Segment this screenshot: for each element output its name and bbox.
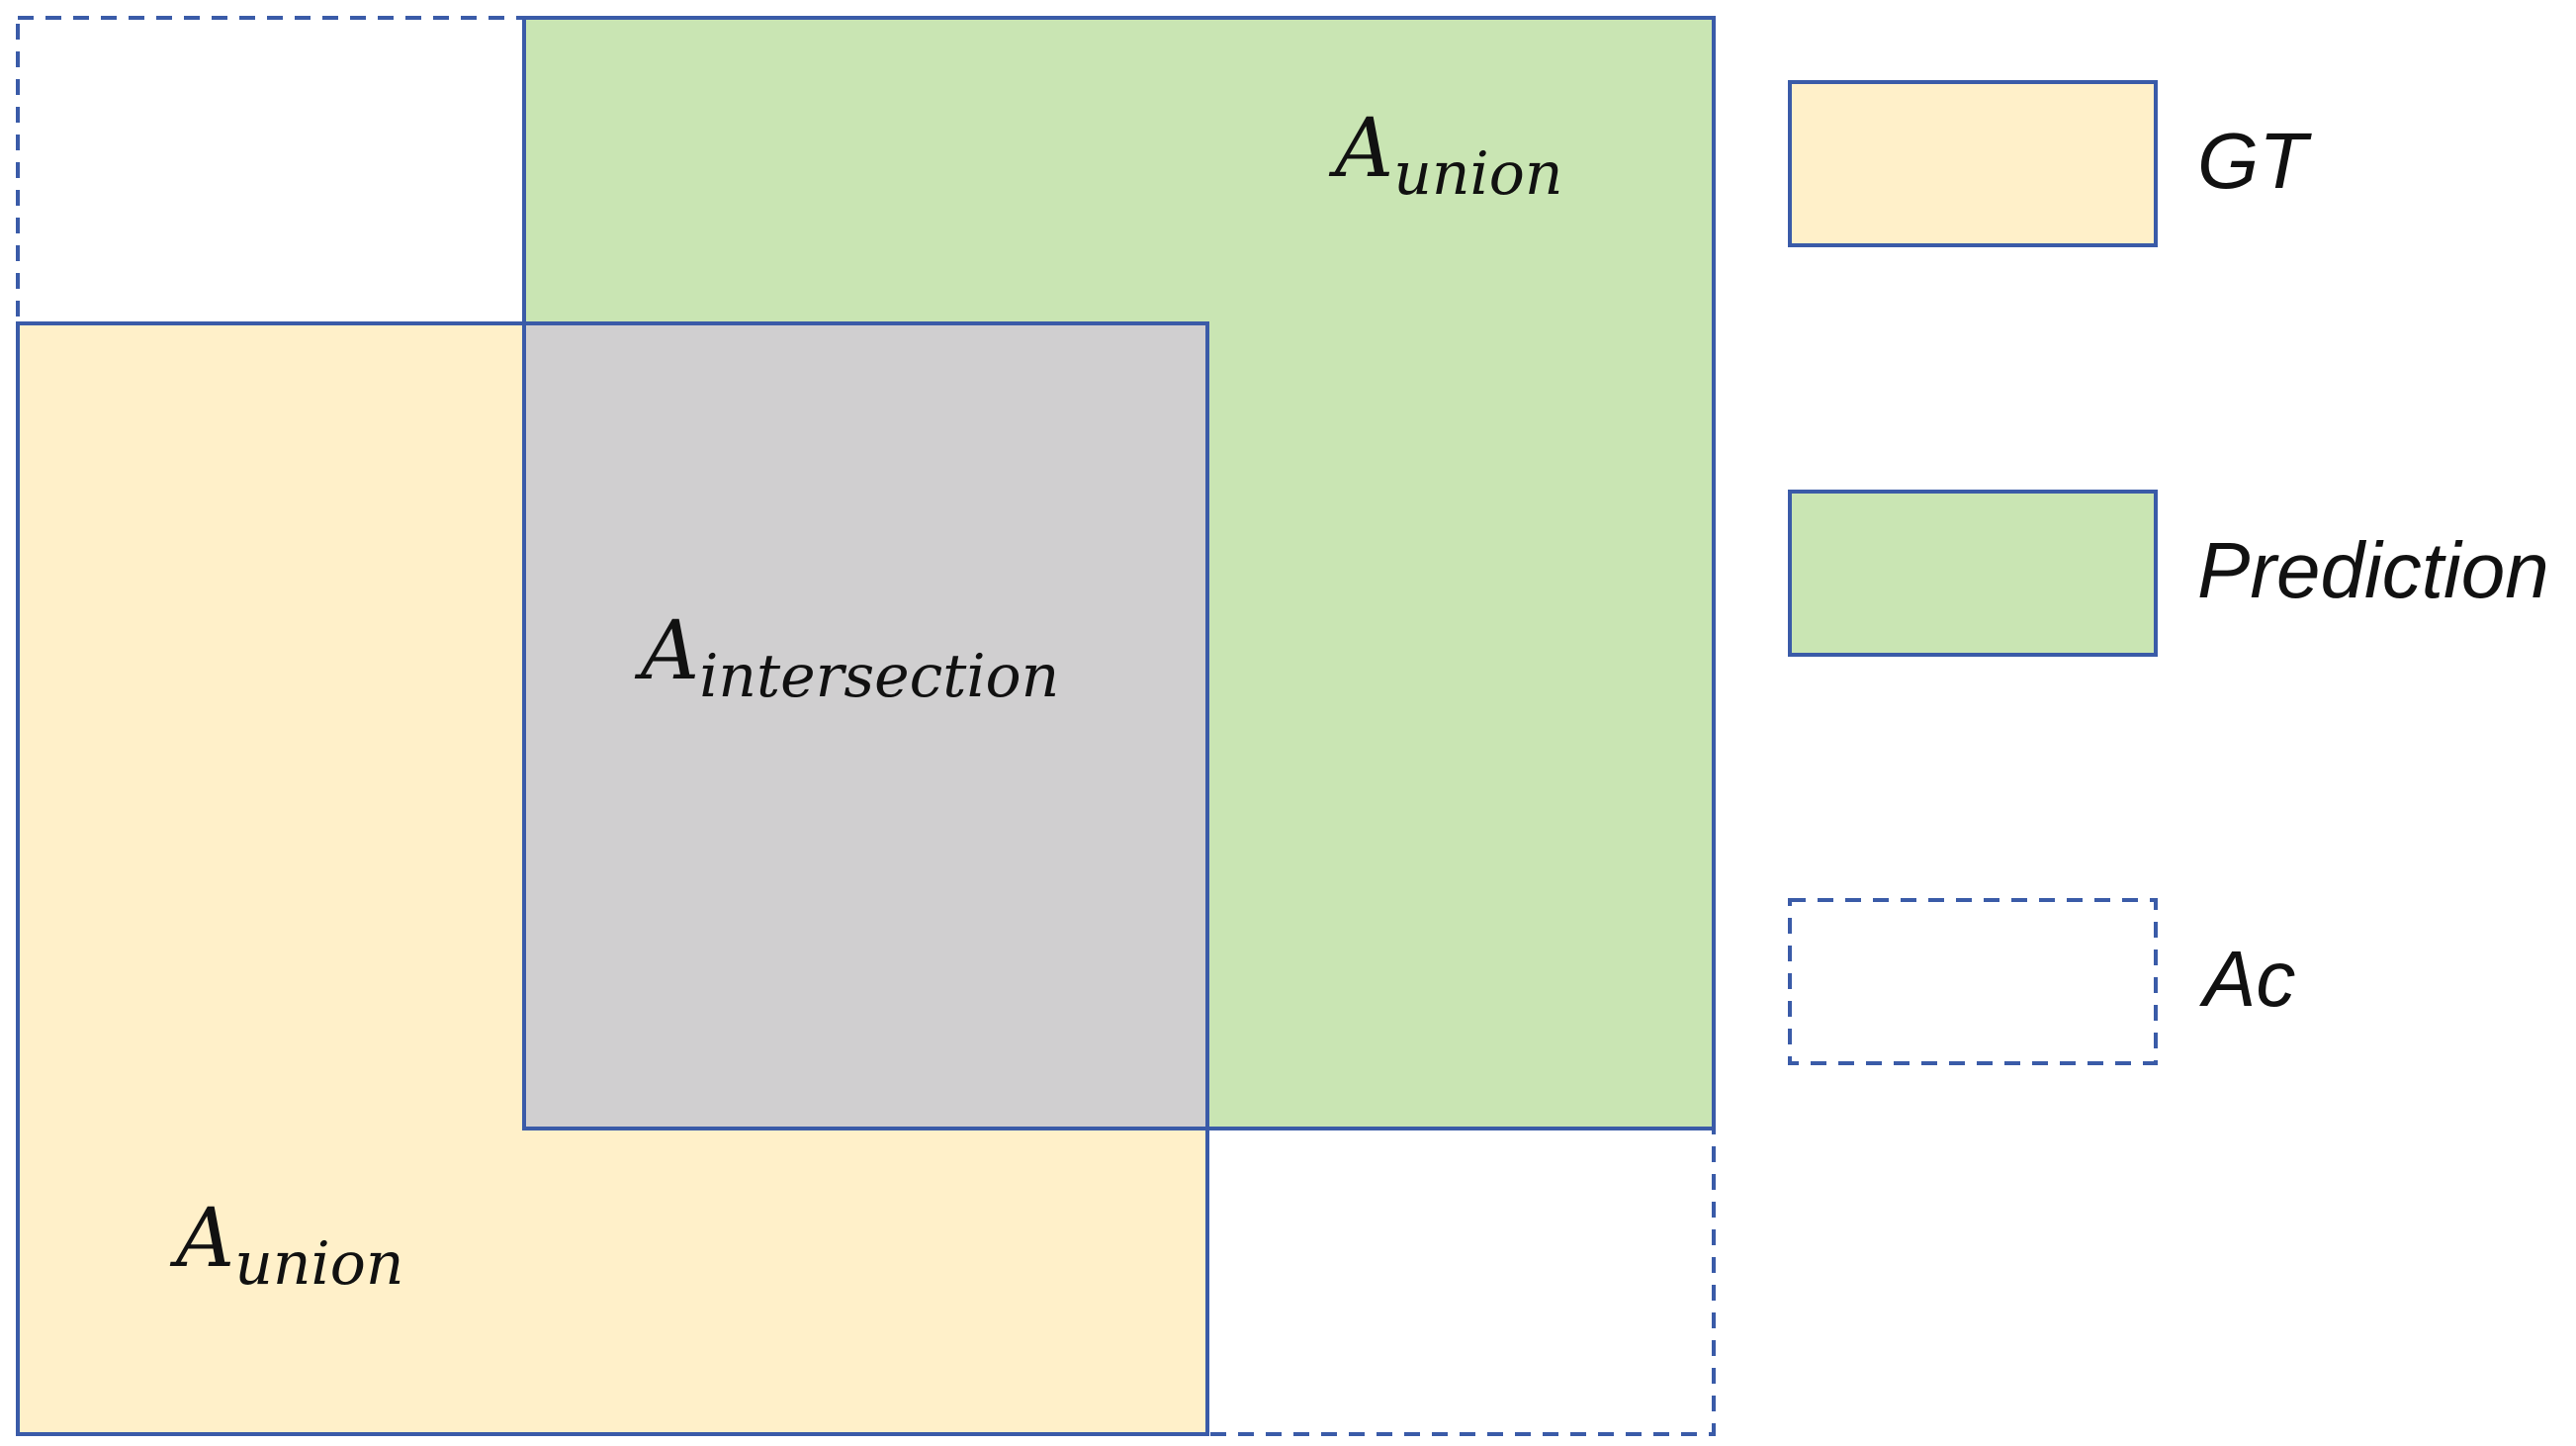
legend-ac-label: Ac xyxy=(2199,935,2295,1023)
union-label-bottom-base: A xyxy=(169,1192,234,1286)
intersection-label-sub: intersection xyxy=(699,642,1059,711)
union-label-top: Aunion xyxy=(1328,102,1562,209)
union-label-bottom-sub: union xyxy=(234,1229,403,1299)
union-label-top-base: A xyxy=(1328,102,1393,196)
legend-prediction-swatch xyxy=(1788,490,2158,657)
legend-prediction-label: Prediction xyxy=(2197,526,2549,614)
union-label-top-sub: union xyxy=(1393,139,1562,209)
intersection-label: Aintersection xyxy=(634,604,1059,711)
legend-gt-swatch xyxy=(1788,80,2158,247)
intersection-label-base: A xyxy=(634,604,699,698)
legend-gt-label: GT xyxy=(2197,117,2312,205)
union-label-bottom: Aunion xyxy=(169,1192,403,1299)
intersection-region xyxy=(522,321,1209,1130)
legend-ac-swatch xyxy=(1788,898,2158,1065)
